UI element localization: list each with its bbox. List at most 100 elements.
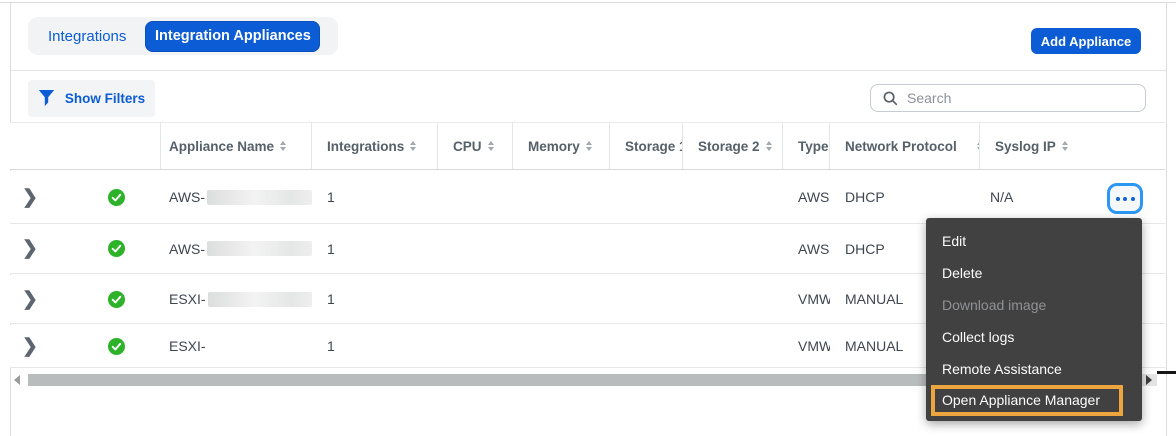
add-appliance-button[interactable]: Add Appliance <box>1031 28 1141 54</box>
type-cell: VMWARE <box>798 291 830 307</box>
row-controls: ❯ <box>10 325 161 367</box>
table-row[interactable]: ❯ AWS- 1 AWS DHCP N/A <box>10 171 1165 224</box>
status-ok-icon <box>108 240 125 257</box>
menu-item-download-image: Download image <box>942 297 1047 313</box>
network-protocol-cell: MANUAL <box>845 338 904 354</box>
horizontal-scrollbar-thumb[interactable] <box>28 374 1138 386</box>
column-header-cpu[interactable]: CPU <box>438 123 513 169</box>
column-header-type[interactable]: Type <box>783 123 830 169</box>
sort-icon[interactable] <box>1061 141 1068 151</box>
row-actions-context-menu: Edit Delete Download image Collect logs … <box>926 218 1142 421</box>
tab-integrations[interactable]: Integrations <box>48 27 127 45</box>
column-label: CPU <box>453 138 482 154</box>
menu-item-collect-logs[interactable]: Collect logs <box>942 329 1015 345</box>
column-label: Storage 1 <box>625 138 683 154</box>
search-input[interactable] <box>907 90 1117 106</box>
cpu-cell <box>438 171 513 223</box>
column-header-expand <box>10 123 161 169</box>
sort-icon[interactable] <box>585 141 592 151</box>
annotation-line <box>1157 371 1176 374</box>
status-ok-icon <box>108 290 125 308</box>
appliance-name-cell: AWS- <box>161 224 312 273</box>
column-label: Type <box>798 138 829 154</box>
show-filters-label: Show Filters <box>64 91 146 106</box>
column-header-integrations[interactable]: Integrations <box>312 123 438 169</box>
integrations-cell: 1 <box>327 291 335 307</box>
column-header-syslog-ip[interactable]: Syslog IP <box>980 123 1165 169</box>
card-top-border <box>0 2 1176 3</box>
column-label: Syslog IP <box>995 138 1056 154</box>
redacted-name <box>207 291 312 307</box>
cpu-cell <box>438 275 513 323</box>
network-protocol-cell: DHCP <box>845 189 885 205</box>
cpu-cell <box>438 325 513 367</box>
type-cell: AWS <box>798 240 830 257</box>
appliance-name-prefix: ESXI- <box>169 291 206 307</box>
column-header-appliance-name[interactable]: Appliance Name <box>161 123 312 169</box>
expand-chevron-icon[interactable]: ❯ <box>22 238 38 259</box>
tab-group: Integrations Integration Appliances <box>28 17 338 55</box>
sort-icon[interactable] <box>487 141 494 151</box>
scrollbar-right-arrow[interactable] <box>1145 375 1152 385</box>
storage1-cell <box>610 224 683 273</box>
column-header-storage1[interactable]: Storage 1 <box>610 123 683 169</box>
row-controls: ❯ <box>10 171 161 223</box>
memory-cell <box>513 325 610 367</box>
storage1-cell <box>610 325 683 367</box>
search-icon <box>883 91 898 106</box>
storage2-cell <box>683 171 783 223</box>
storage1-cell <box>610 275 683 323</box>
type-cell: AWS <box>798 189 830 205</box>
scrollbar-left-arrow[interactable] <box>14 375 20 385</box>
network-protocol-cell: MANUAL <box>845 291 904 307</box>
appliance-name-cell: AWS- <box>161 171 312 223</box>
menu-item-open-appliance-manager[interactable]: Open Appliance Manager <box>931 385 1123 416</box>
sort-icon[interactable] <box>280 141 287 151</box>
appliance-name-prefix: ESXI- <box>169 338 206 354</box>
status-ok-icon <box>108 188 125 206</box>
menu-item-delete[interactable]: Delete <box>942 265 983 281</box>
appliance-name-prefix: AWS- <box>169 240 206 257</box>
storage2-cell <box>683 224 783 273</box>
expand-chevron-icon[interactable]: ❯ <box>22 335 38 357</box>
column-label: Integrations <box>327 138 405 154</box>
row-actions-ellipsis-button[interactable] <box>1107 183 1143 214</box>
show-filters-button[interactable]: Show Filters <box>28 80 155 117</box>
appliance-name-cell: ESXI- <box>161 275 312 323</box>
menu-item-remote-assistance[interactable]: Remote Assistance <box>942 361 1062 377</box>
network-protocol-cell: DHCP <box>845 240 885 257</box>
sort-icon[interactable] <box>977 141 979 151</box>
scrollbar-right-zone[interactable] <box>1140 374 1157 386</box>
column-label: Appliance Name <box>169 138 275 154</box>
appliance-name-prefix: AWS- <box>169 189 206 205</box>
column-header-storage2[interactable]: Storage 2 <box>683 123 783 169</box>
row-controls: ❯ <box>10 224 161 273</box>
integrations-cell: 1 <box>327 189 335 205</box>
sort-icon[interactable] <box>765 141 772 151</box>
memory-cell <box>513 275 610 323</box>
syslog-ip-cell: N/A <box>990 189 1014 205</box>
tab-integration-appliances[interactable]: Integration Appliances <box>145 20 321 52</box>
column-label: Storage 2 <box>698 138 760 154</box>
redacted-name <box>207 241 312 256</box>
expand-chevron-icon[interactable]: ❯ <box>22 186 38 208</box>
integrations-cell: 1 <box>327 240 335 257</box>
row-controls: ❯ <box>10 275 161 323</box>
expand-chevron-icon[interactable]: ❯ <box>22 288 38 310</box>
column-header-memory[interactable]: Memory <box>513 123 610 169</box>
sort-icon[interactable] <box>410 141 417 151</box>
search-box <box>870 84 1146 112</box>
storage1-cell <box>610 171 683 223</box>
status-ok-icon <box>108 337 125 355</box>
appliance-name-cell: ESXI- <box>161 325 312 367</box>
column-header-network-protocol[interactable]: Network Protocol <box>830 123 980 169</box>
table-header-row: Appliance Name Integrations CPU Memory S… <box>10 122 1165 170</box>
column-label: Memory <box>528 138 580 154</box>
menu-item-edit[interactable]: Edit <box>942 233 967 249</box>
memory-cell <box>513 224 610 273</box>
column-label: Network Protocol <box>845 138 957 154</box>
redacted-name <box>207 189 312 205</box>
filter-funnel-icon <box>38 89 55 108</box>
integrations-cell: 1 <box>327 338 335 354</box>
type-cell: VMWARE <box>798 338 830 354</box>
